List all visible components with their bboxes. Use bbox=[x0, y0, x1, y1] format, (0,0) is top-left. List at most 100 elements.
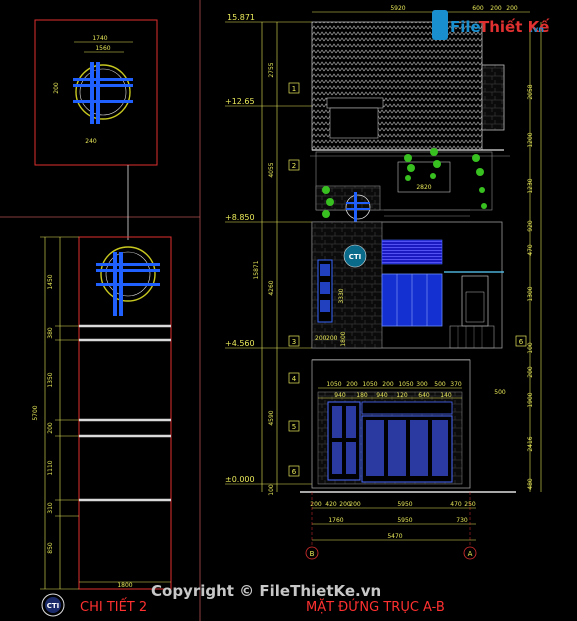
floor-tag-2: 2 bbox=[292, 162, 296, 170]
dim-inner-0: 2820 bbox=[416, 184, 431, 191]
axis-bubble-a bbox=[463, 546, 477, 560]
dim-inner-3: 200 bbox=[315, 335, 327, 342]
roof bbox=[311, 21, 505, 151]
dim-right-8: 1900 bbox=[527, 392, 534, 407]
dim-bottom2-2: 730 bbox=[456, 517, 468, 524]
dim-right-3: 920 bbox=[527, 220, 534, 232]
dim-door2-4: 640 bbox=[418, 392, 430, 399]
copyright-watermark: Copyright © FileThietKe.vn bbox=[151, 582, 381, 600]
dim-left-0: 2755 bbox=[268, 62, 275, 77]
cti-facade-logo bbox=[343, 244, 367, 268]
lattice-ornament bbox=[73, 62, 133, 124]
dim-1560: 1560 bbox=[95, 45, 110, 52]
dim-right-11: 480 bbox=[527, 478, 534, 490]
dim-total-left: 15871 bbox=[253, 260, 260, 279]
cti-facade-text: CTI bbox=[349, 253, 362, 261]
dim-1450: 1450 bbox=[47, 274, 54, 289]
floor-tag-3: 3 bbox=[292, 338, 296, 346]
elevation-drawing: 15.871 +12.65 +8.850 +4.560 ±0.000 15871… bbox=[225, 5, 542, 615]
brand-name-accent: Thiết Kế bbox=[479, 17, 550, 36]
axis-bubble-b bbox=[305, 546, 319, 560]
level-top: 15.871 bbox=[227, 13, 255, 22]
floor-tag-1: 1 bbox=[292, 85, 296, 93]
level-12-65: +12.65 bbox=[225, 97, 255, 106]
dim-bottom1-5: 470 bbox=[450, 501, 462, 508]
dim-left-2: 4260 bbox=[268, 280, 275, 295]
elevation-title: MẶT ĐỨNG TRỤC A-B bbox=[306, 599, 445, 615]
dim-bottom1-0: 200 bbox=[310, 501, 322, 508]
dim-top-2: 200 bbox=[490, 5, 502, 12]
dim-door-5: 300 bbox=[416, 381, 428, 388]
louver-panel bbox=[381, 239, 443, 265]
dim-380: 380 bbox=[47, 327, 54, 339]
dim-inner-2: 1800 bbox=[340, 331, 347, 346]
round-ornament-outer bbox=[75, 64, 131, 120]
dim-left-1: 4055 bbox=[268, 162, 275, 177]
dim-right-9: 500 bbox=[494, 389, 506, 396]
dim-right-10: 2416 bbox=[527, 436, 534, 451]
door-dims: 1050 200 1050 200 1050 300 500 370 940 1… bbox=[318, 381, 462, 399]
dim-side-200: 200 bbox=[53, 82, 60, 94]
dim-right-6: 100 bbox=[527, 342, 534, 354]
dim-200: 200 bbox=[47, 422, 54, 434]
dim-1110: 1110 bbox=[47, 460, 54, 475]
dim-bottom2-1: 5950 bbox=[397, 517, 412, 524]
dim-door2-0: 940 bbox=[334, 392, 346, 399]
dim-1350: 1350 bbox=[47, 372, 54, 387]
column-bands bbox=[79, 324, 171, 502]
detail-title-block: CTI CHI TIẾT 2 bbox=[41, 593, 147, 617]
axis-label-a: A bbox=[468, 550, 473, 558]
dim-right-2: 1230 bbox=[527, 178, 534, 193]
floor-tag-4: 4 bbox=[292, 375, 297, 383]
detail-plan-frame bbox=[34, 19, 158, 166]
gate-doors bbox=[327, 401, 453, 483]
watermark-logo: File Thiết Kế .vn bbox=[432, 10, 550, 40]
dim-top-0: 5920 bbox=[390, 5, 405, 12]
dim-door-6: 500 bbox=[434, 381, 446, 388]
detail-title: CHI TIẾT 2 bbox=[80, 598, 147, 615]
dim-850: 850 bbox=[47, 542, 54, 554]
dim-left-3: 4590 bbox=[268, 410, 275, 425]
dim-top-3: 200 bbox=[506, 5, 518, 12]
dim-door-4: 1050 bbox=[398, 381, 413, 388]
brand-name: File bbox=[450, 18, 481, 36]
dim-bottom1-4: 5950 bbox=[397, 501, 412, 508]
dim-inner-1: 3330 bbox=[338, 288, 345, 303]
dim-bottom1-3: 200 bbox=[349, 501, 361, 508]
dim-bottom2-0: 1760 bbox=[328, 517, 343, 524]
level-markers: 15.871 +12.65 +8.850 +4.560 ±0.000 bbox=[225, 13, 312, 485]
dim-left-4: 100 bbox=[268, 484, 275, 496]
second-floor: CTI 3330 1800 200 200 bbox=[311, 221, 504, 349]
dim-door-0: 1050 bbox=[326, 381, 341, 388]
dim-door2-3: 120 bbox=[396, 392, 408, 399]
axis-label-b: B bbox=[310, 550, 315, 558]
dim-door-7: 370 bbox=[450, 381, 462, 388]
dim-right-0: 2058 bbox=[527, 84, 534, 99]
ground-floor: 1050 200 1050 200 1050 300 500 370 940 1… bbox=[300, 359, 516, 493]
dim-bottom1-1: 420 bbox=[325, 501, 337, 508]
dim-right-7: 200 bbox=[527, 366, 534, 378]
floor-tag-6: 6 bbox=[292, 468, 297, 476]
dim-right-5: 1300 bbox=[527, 286, 534, 301]
right-dimension-chain: 2058 1200 1230 920 470 1300 100 200 1900… bbox=[494, 22, 542, 492]
dim-door2-5: 140 bbox=[440, 392, 452, 399]
floor-tag-5: 5 bbox=[292, 423, 296, 431]
dim-1800: 1800 bbox=[117, 582, 132, 589]
roof-window bbox=[329, 107, 379, 139]
dim-door2-1: 180 bbox=[356, 392, 368, 399]
dim-door-2: 1050 bbox=[362, 381, 377, 388]
level-0-000: ±0.000 bbox=[225, 475, 255, 484]
brand-logo-icon bbox=[432, 10, 448, 40]
dim-right-4: 470 bbox=[527, 244, 534, 256]
brand-tld: .vn bbox=[530, 25, 544, 34]
dim-total-5700: 5700 bbox=[32, 405, 39, 420]
dim-240: 240 bbox=[85, 138, 97, 145]
dim-bottom-total: 5470 bbox=[387, 533, 402, 540]
column-frame bbox=[78, 236, 172, 590]
detail-column-elevation: 5700 1450 380 1350 200 1110 310 850 1800 bbox=[32, 236, 172, 590]
dim-top-1: 600 bbox=[472, 5, 484, 12]
detail-plan-view: 1740 1560 200 240 bbox=[0, 0, 201, 621]
level-4-560: +4.560 bbox=[225, 339, 255, 348]
dim-310: 310 bbox=[47, 502, 54, 514]
